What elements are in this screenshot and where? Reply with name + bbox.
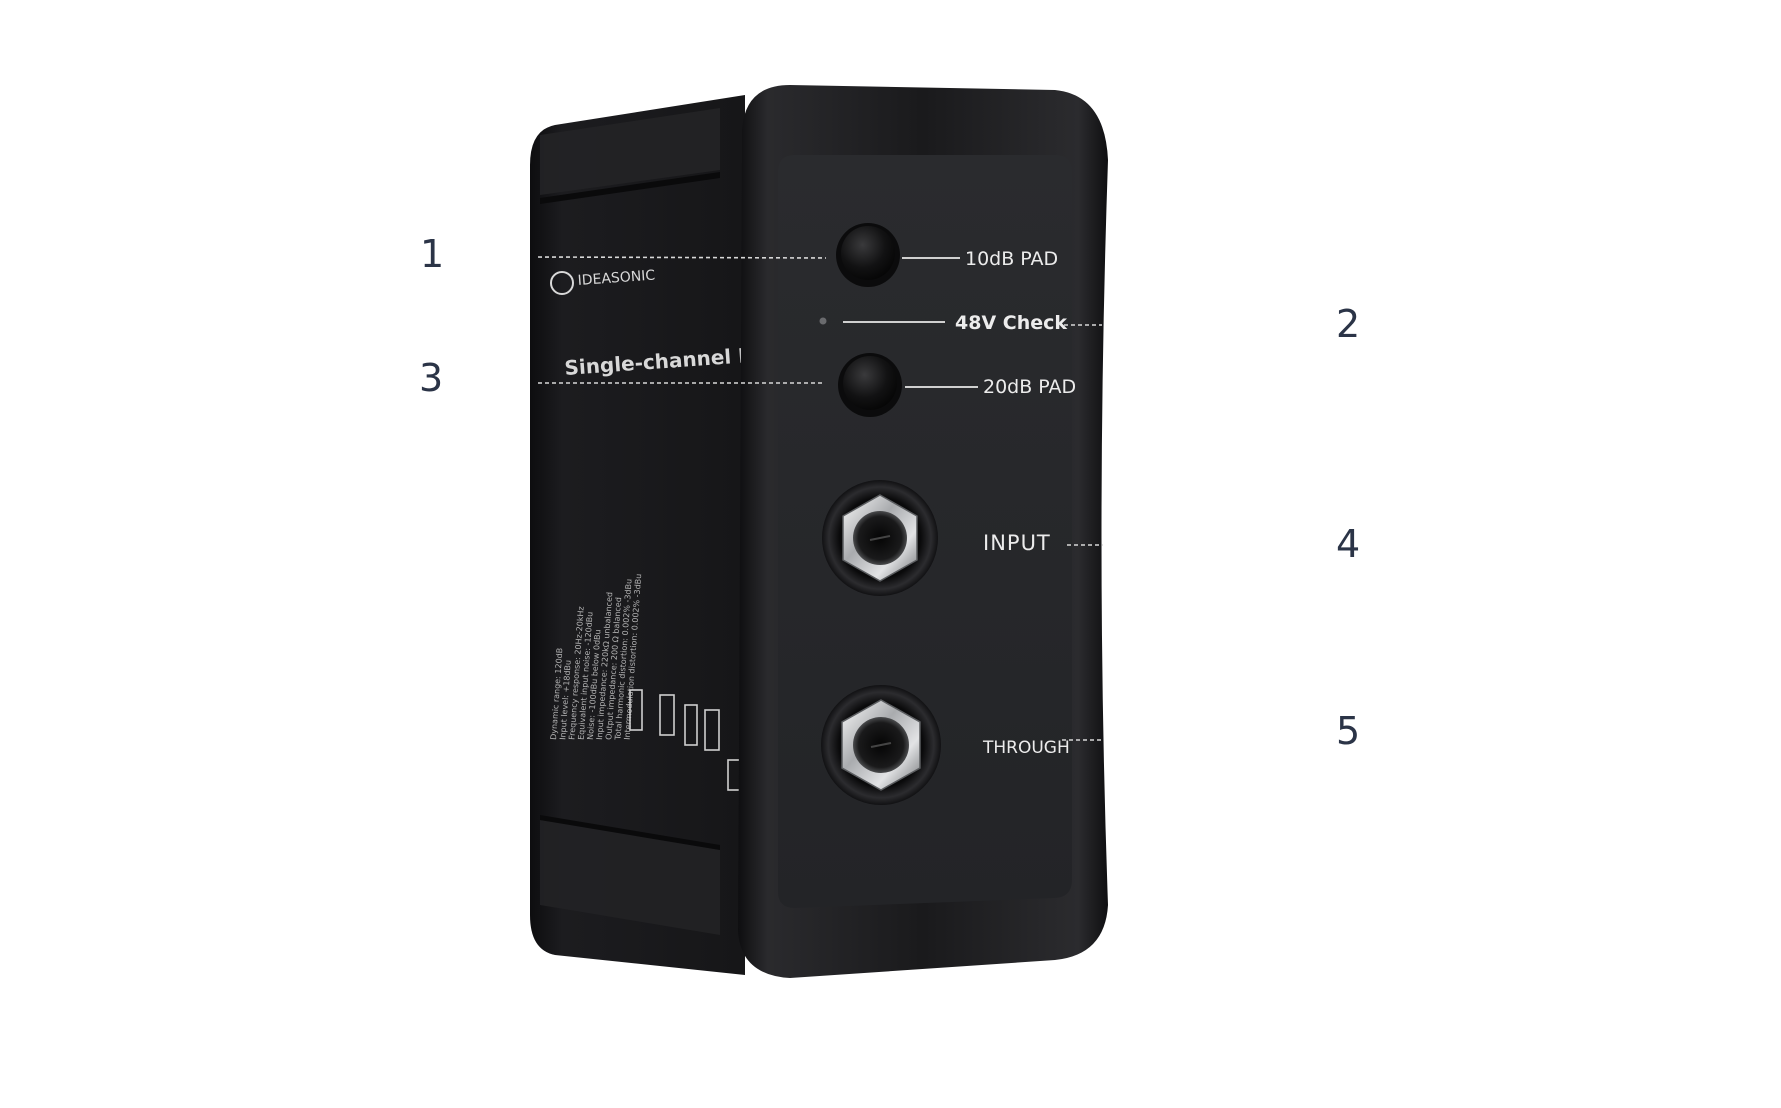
through-jack[interactable] (821, 685, 941, 805)
input-label: INPUT (983, 531, 1051, 555)
panel-leader-lines (843, 257, 978, 388)
rohs-icon (659, 694, 675, 736)
callout-lines (537, 256, 1103, 741)
device-side (530, 95, 745, 975)
callout-5: 5 (1336, 709, 1361, 753)
ce-icon (684, 704, 698, 746)
callout-3: 3 (419, 356, 444, 400)
callout-2: 2 (1336, 302, 1361, 346)
cert-marks (629, 689, 743, 791)
spec-lines: Dynamic range: 120dB Input level: +18dBu… (549, 573, 643, 741)
48v-check-label: 48V Check (955, 312, 1067, 334)
weee-icon (629, 689, 643, 731)
callout-1: 1 (420, 232, 445, 276)
callout-4: 4 (1336, 522, 1361, 566)
48v-led-indicator (819, 317, 827, 325)
input-jack[interactable] (822, 480, 938, 596)
pad-20db-label: 20dB PAD (983, 376, 1076, 398)
pad-10db-label: 10dB PAD (965, 248, 1058, 270)
brand-logo-icon (550, 271, 574, 295)
pad-20db-button[interactable] (838, 353, 902, 417)
fcc-icon (704, 709, 720, 751)
pad-10db-button[interactable] (836, 223, 900, 287)
brand-name: IDEASONIC (577, 268, 656, 289)
through-label: THROUGH (982, 738, 1070, 758)
